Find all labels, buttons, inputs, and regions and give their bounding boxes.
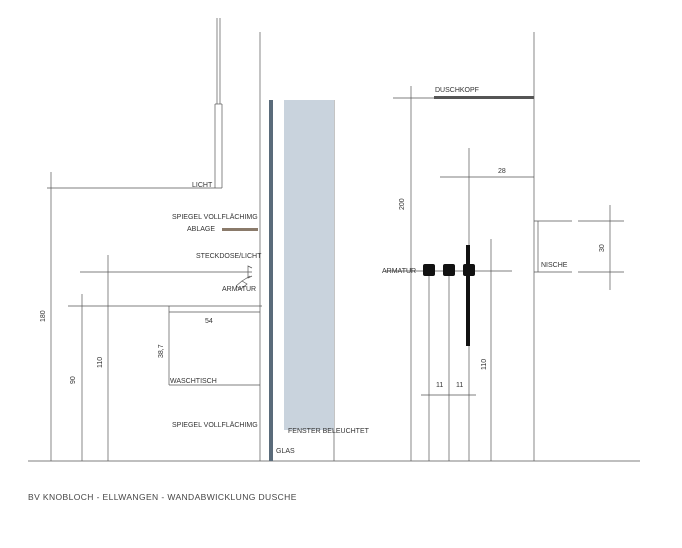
label-glas: GLAS xyxy=(276,448,295,455)
tap-left-arm xyxy=(241,275,251,282)
label-nische: NISCHE xyxy=(541,262,568,269)
label-duschkopf: DUSCHKOPF xyxy=(435,87,479,94)
label-fenster: FENSTER BELEUCHTET xyxy=(288,428,369,435)
label-dim-11-b: 11 xyxy=(456,382,464,389)
tap-left-body xyxy=(247,265,253,279)
label-dim-30: 30 xyxy=(599,244,606,252)
label-armatur-left: ARMATUR xyxy=(222,286,257,293)
label-dim-28: 28 xyxy=(498,168,506,175)
label-dim-90: 90 xyxy=(70,376,77,384)
tap-left-spout xyxy=(235,280,248,290)
mixer-knob-3 xyxy=(463,264,475,276)
label-steckdose: STECKDOSE/LICHT xyxy=(196,253,262,260)
label-dim-110-left: 110 xyxy=(97,356,104,368)
label-dim-11-a: 11 xyxy=(436,382,444,389)
label-armatur-right: ARMATUR xyxy=(382,268,417,275)
shower-head-bar xyxy=(434,96,534,99)
mixer-knob-1 xyxy=(423,264,435,276)
label-ablage: ABLAGE xyxy=(187,226,216,233)
label-dim-110-right: 110 xyxy=(481,358,488,370)
label-spiegel-bottom: SPIEGEL VOLLFLÄCHIMG xyxy=(172,422,258,429)
shower-rail xyxy=(466,245,470,346)
glass-pane xyxy=(269,100,273,461)
label-dim-38-7: 38,7 xyxy=(158,344,165,358)
mixer-knob-2 xyxy=(443,264,455,276)
label-licht: LICHT xyxy=(192,182,213,189)
window-glass xyxy=(284,100,334,430)
label-waschtisch: WASCHTISCH xyxy=(170,378,217,385)
label-dim-180: 180 xyxy=(40,310,47,322)
label-spiegel-top: SPIEGEL VOLLFLÄCHIMG xyxy=(172,214,258,221)
drawing-title: BV KNOBLOCH - ELLWANGEN - WANDABWICKLUNG… xyxy=(28,492,297,502)
label-dim-54: 54 xyxy=(205,318,213,325)
label-dim-200: 200 xyxy=(399,198,406,210)
shelf-ablage xyxy=(222,228,258,231)
